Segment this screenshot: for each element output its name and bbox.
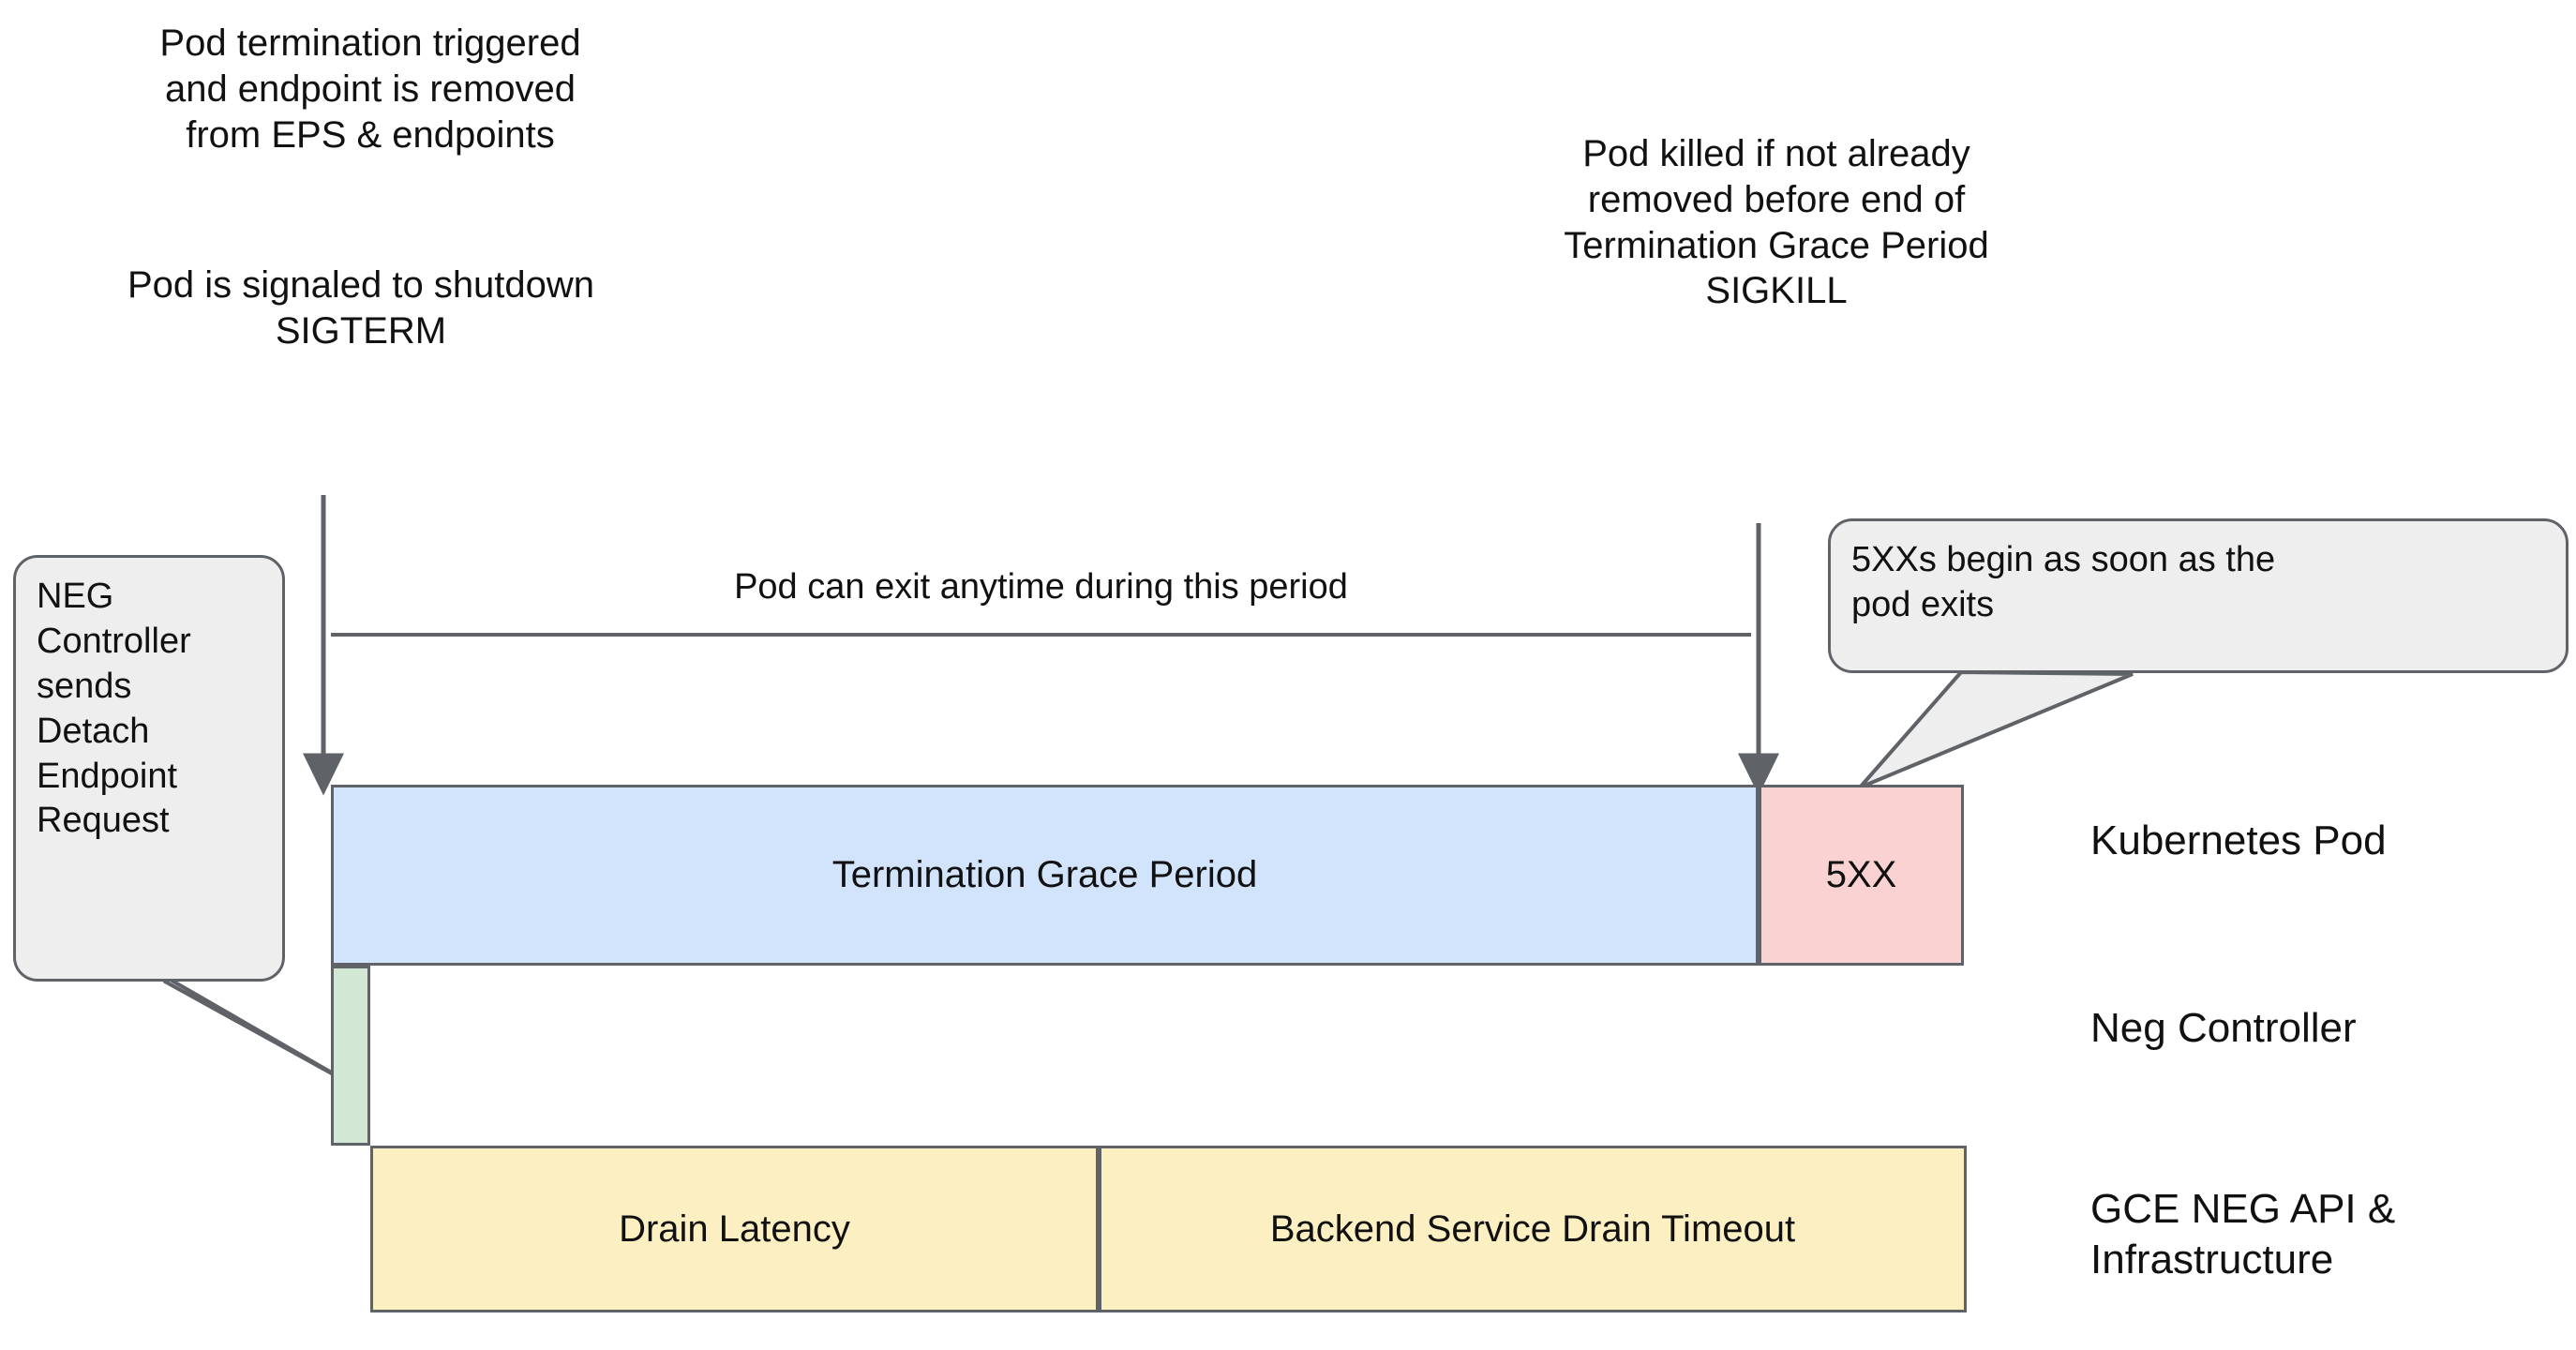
lane-label-kubernetes-pod: Kubernetes Pod	[2090, 818, 2387, 863]
annotation-pod-killed-sigkill: Pod killed if not already removed before…	[1564, 133, 1989, 312]
five-xx-callout[interactable]: 5XXs begin as soon as the pod exits	[1828, 518, 2569, 673]
lane-label-neg-controller: Neg Controller	[2090, 1005, 2357, 1051]
bar-label-backend-service-drain-timeout: Backend Service Drain Timeout	[1269, 1208, 1796, 1250]
bar-label-termination-grace-period: Termination Grace Period	[831, 854, 1258, 895]
bar-label-5xx: 5XX	[1825, 854, 1897, 895]
bar-5xx[interactable]: 5XX	[1759, 785, 1964, 966]
bar-backend-service-drain-timeout[interactable]: Backend Service Drain Timeout	[1099, 1146, 1967, 1312]
bar-drain-latency[interactable]: Drain Latency	[370, 1146, 1099, 1312]
five-xx-callout-tail	[1858, 669, 2134, 789]
bar-label-drain-latency: Drain Latency	[619, 1208, 850, 1250]
neg-controller-callout[interactable]: NEG Controller sends Detach Endpoint Req…	[13, 555, 285, 982]
annotation-pod-termination-triggered: Pod termination triggered and endpoint i…	[159, 22, 581, 156]
bar-neg-detach-endpoint[interactable]	[331, 966, 370, 1146]
period-label-pod-can-exit: Pod can exit anytime during this period	[734, 567, 1348, 607]
bar-termination-grace-period[interactable]: Termination Grace Period	[331, 785, 1759, 966]
annotation-pod-signaled-sigterm: Pod is signaled to shutdown SIGTERM	[127, 264, 595, 352]
lane-label-gce-neg-api: GCE NEG API & Infrastructure	[2090, 1186, 2396, 1282]
